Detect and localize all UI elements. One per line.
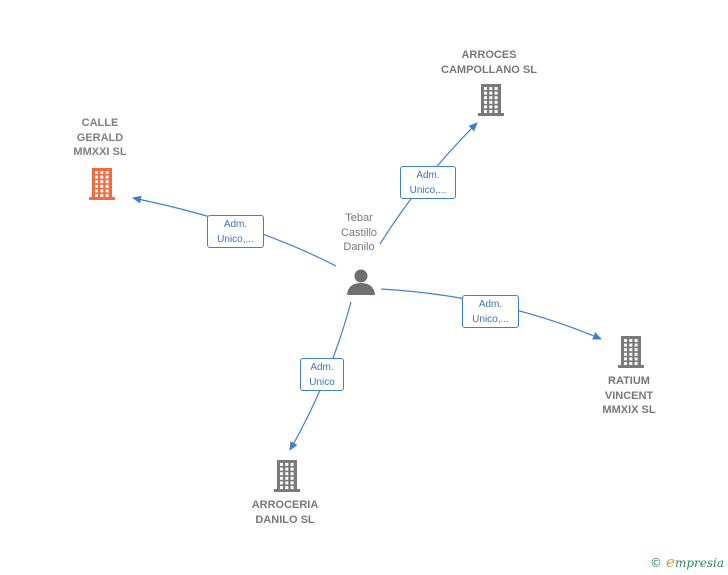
edge-label-arroceria[interactable]: Adm. Unico bbox=[300, 358, 344, 391]
company-name-ratium[interactable]: RATIUM VINCENT MMXIX SL bbox=[602, 375, 656, 416]
edge-label-calle[interactable]: Adm. Unico,... bbox=[207, 215, 264, 248]
empresia-logo: ©empresia bbox=[650, 553, 724, 571]
logo-initial: e bbox=[666, 553, 675, 571]
building-icon-ratium[interactable] bbox=[618, 336, 644, 368]
company-name-calle[interactable]: CALLE GERALD MMXXI SL bbox=[73, 117, 127, 158]
person-icon[interactable] bbox=[347, 269, 375, 296]
building-icon-arroceria[interactable] bbox=[274, 460, 300, 492]
building-icon-arroces[interactable] bbox=[478, 84, 504, 116]
edge-label-ratium[interactable]: Adm. Unico,... bbox=[462, 295, 519, 328]
company-name-arroceria[interactable]: ARROCERIA DANILO SL bbox=[251, 499, 319, 526]
person-name[interactable]: Tebar Castillo Danilo bbox=[340, 212, 378, 253]
building-icon-calle[interactable] bbox=[89, 168, 115, 200]
company-name-arroces[interactable]: ARROCES CAMPOLLANO SL bbox=[441, 49, 537, 76]
edge-label-arroces[interactable]: Adm. Unico,... bbox=[400, 166, 456, 199]
logo-text: mpresia bbox=[674, 556, 724, 570]
copyright-symbol: © bbox=[650, 556, 663, 570]
